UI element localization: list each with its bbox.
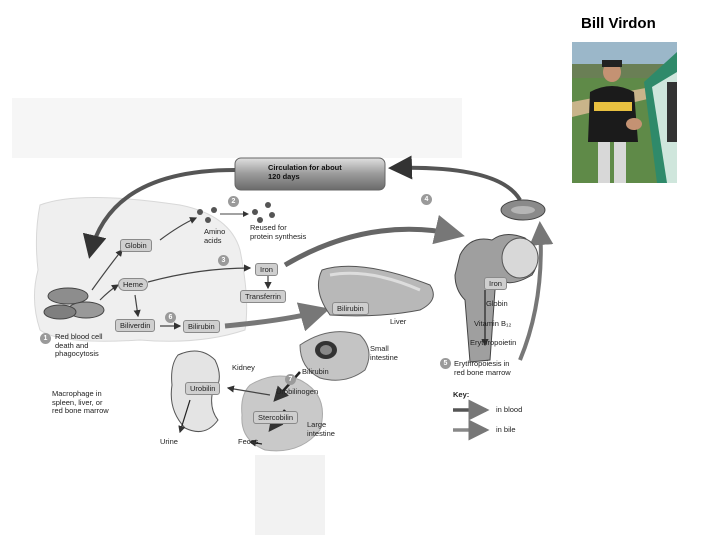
player-photo <box>572 42 677 183</box>
bilirubin-tag-left: Bilirubin <box>183 320 220 333</box>
urobilin-tag: Urobilin <box>185 382 221 395</box>
globin-tag: Globin <box>120 239 152 252</box>
small-intestine-label: Small intestine <box>370 344 398 362</box>
step-5-badge: 5 <box>440 358 451 369</box>
key-blood-label: in blood <box>496 405 523 414</box>
page-title: Bill Virdon <box>581 15 656 32</box>
biliverdin-tag: Biliverdin <box>115 319 156 332</box>
amino-acids-label: Amino acids <box>204 227 226 245</box>
reused-label: Reused for protein synthesis <box>250 223 307 241</box>
iron-recycling-diagram <box>34 155 554 535</box>
macrophage-label: Macrophage in spleen, liver, or red bone… <box>52 389 109 415</box>
urobilinogen-label: Urobilinogen <box>276 387 319 396</box>
iron-tag-left: Iron <box>255 263 278 276</box>
vitamin-label: Vitamin B₁₂ <box>474 319 512 328</box>
kidney-label: Kidney <box>232 363 255 372</box>
liver-label: Liver <box>390 317 407 326</box>
step-4-badge: 4 <box>421 194 432 205</box>
key-bile-label: in bile <box>496 425 516 434</box>
rbc-death-label: Red blood cell death and phagocytosis <box>55 332 103 358</box>
heme-tag: Heme <box>118 278 149 291</box>
step-1-badge: 1 <box>40 333 51 344</box>
step-2-badge: 2 <box>228 196 239 207</box>
erythropoietin-label: Erythropoietin <box>470 338 517 347</box>
large-intestine-label: Large intestine <box>307 420 335 438</box>
urine-label: Urine <box>160 437 178 446</box>
bilirubin-liver-tag: Bilirubin <box>332 302 369 315</box>
bilirubin-intestine-label: Bilirubin <box>302 367 329 376</box>
step-6-badge: 6 <box>165 312 176 323</box>
stercobilin-tag: Stercobilin <box>253 411 299 424</box>
step-3-badge: 3 <box>218 255 229 266</box>
feces-label: Feces <box>238 437 259 446</box>
step-7-badge: 7 <box>285 374 296 385</box>
globin-right-label: Globin <box>486 299 508 308</box>
transferrin-tag: Transferrin <box>240 290 286 303</box>
circulation-label: Circulation for about 120 days <box>268 163 342 181</box>
key-title: Key: <box>453 390 470 399</box>
iron-tag-right: Iron <box>484 277 507 290</box>
erythropoiesis-label: Erythropoiesis in red bone marrow <box>454 359 511 377</box>
